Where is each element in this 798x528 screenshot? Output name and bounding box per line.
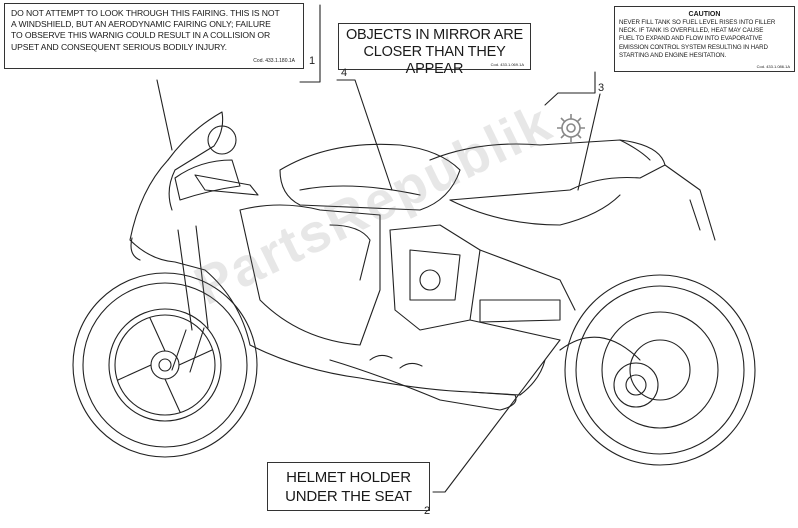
callout-4: 4 [341, 67, 348, 79]
callout-2: 2 [424, 505, 431, 517]
label-helmet-text: HELMET HOLDER UNDER THE SEAT [285, 469, 412, 505]
label-fairing-text: DO NOT ATTEMPT TO LOOK THROUGH THIS FAIR… [11, 8, 280, 52]
label-helmet-holder: HELMET HOLDER UNDER THE SEAT [267, 462, 430, 511]
callout-1: 1 [309, 55, 316, 67]
label-mirror-warning: OBJECTS IN MIRROR ARE CLOSER THAN THEY A… [338, 23, 531, 77]
label-mirror-code: Cod. 433.1.069.1A [490, 62, 524, 67]
label-caution-text: NEVER FILL TANK SO FUEL LEVEL RISES INTO… [619, 19, 776, 59]
label-fuel-caution: CAUTION NEVER FILL TANK SO FUEL LEVEL RI… [614, 6, 795, 72]
label-caution-title: CAUTION [688, 11, 721, 18]
front-wheel [72, 272, 258, 458]
callout-3: 3 [598, 82, 605, 94]
label-mirror-text: OBJECTS IN MIRROR ARE CLOSER THAN THEY A… [345, 27, 524, 77]
rear-wheel [559, 274, 756, 466]
gear-icon [557, 114, 585, 142]
label-fairing-warning: DO NOT ATTEMPT TO LOOK THROUGH THIS FAIR… [4, 3, 304, 69]
label-caution-code: Cod. 433.1.086.1A [756, 64, 790, 69]
label-fairing-code: Cod. 433.1.180.1A [253, 58, 295, 64]
